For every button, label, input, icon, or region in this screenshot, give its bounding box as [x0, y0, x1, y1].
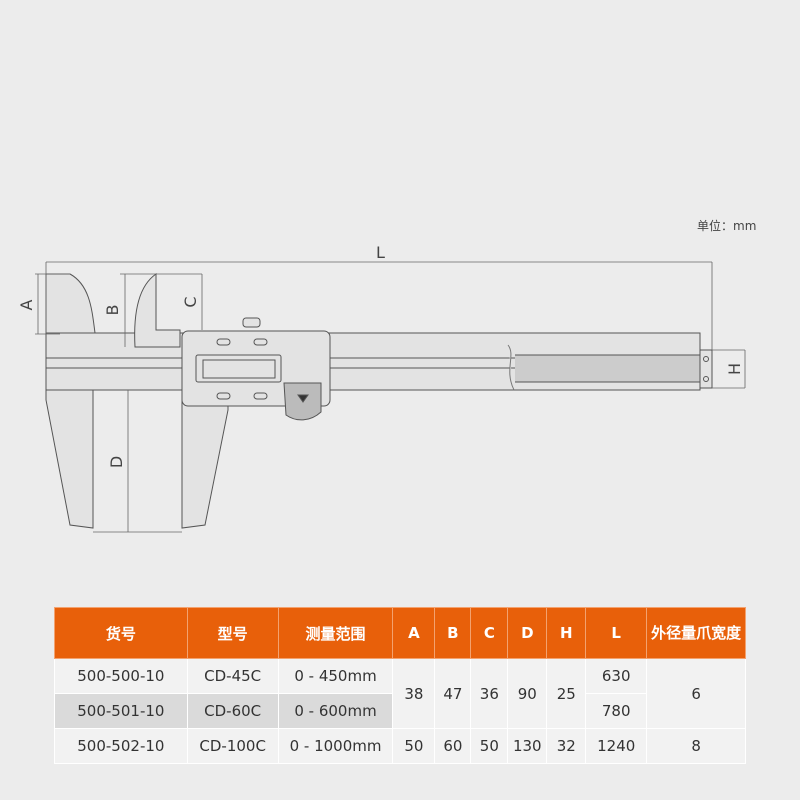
- header-cell: H: [546, 607, 587, 659]
- header-cell: B: [434, 607, 472, 659]
- header-cell: D: [507, 607, 548, 659]
- table-row: 500-502-10 CD-100C 0 - 1000mm 50 60 50 1…: [54, 728, 746, 764]
- cell-range: 0 - 450mm: [277, 658, 394, 694]
- table-row: 500-501-10 CD-60C 0 - 600mm 780: [54, 693, 746, 729]
- cell-B: 47: [434, 658, 472, 729]
- dim-label-L: L: [376, 243, 385, 262]
- caliper-diagram: L A B C D H: [17, 243, 746, 533]
- cell-D: 90: [507, 658, 548, 729]
- header-cell: A: [392, 607, 436, 659]
- dim-label-C: C: [181, 296, 200, 307]
- header-cell: 测量范围: [277, 607, 394, 659]
- cell-range: 0 - 1000mm: [277, 728, 394, 764]
- header-cell: L: [585, 607, 648, 659]
- header-cell: C: [470, 607, 509, 659]
- caliper-body: [45, 273, 713, 529]
- cell-C: 36: [470, 658, 509, 729]
- cell-D: 130: [507, 728, 548, 764]
- cell-H: 32: [546, 728, 587, 764]
- spec-table: 货号 型号 测量范围 A B C D H L 外径量爪宽度 500-500-10…: [54, 607, 746, 764]
- cell-B: 60: [434, 728, 472, 764]
- cell-width: 6: [646, 658, 746, 729]
- header-cell: 外径量爪宽度: [646, 607, 746, 659]
- cell-L: 1240: [585, 728, 648, 764]
- cell-range: 0 - 600mm: [277, 693, 394, 729]
- dim-label-D: D: [107, 456, 126, 468]
- dim-label-A: A: [17, 299, 36, 310]
- cell-item: 500-501-10: [54, 693, 188, 729]
- table-header: 货号 型号 测量范围 A B C D H L 外径量爪宽度: [54, 607, 746, 659]
- unit-label: 单位：mm: [697, 219, 757, 233]
- cell-model: CD-45C: [186, 658, 279, 694]
- dim-label-B: B: [103, 305, 122, 316]
- dim-label-H: H: [725, 363, 744, 375]
- header-cell: 型号: [186, 607, 279, 659]
- cell-C: 50: [470, 728, 509, 764]
- cell-A: 38: [392, 658, 436, 729]
- cell-L: 630: [585, 658, 648, 694]
- header-cell: 货号: [54, 607, 188, 659]
- cell-width: 8: [646, 728, 746, 764]
- cell-item: 500-502-10: [54, 728, 188, 764]
- dimension-lines: [35, 261, 746, 533]
- cell-L: 780: [585, 693, 648, 729]
- cell-item: 500-500-10: [54, 658, 188, 694]
- table-row: 500-500-10 CD-45C 0 - 450mm 38 47 36 90 …: [54, 658, 746, 729]
- cell-model: CD-100C: [186, 728, 279, 764]
- cell-A: 50: [392, 728, 436, 764]
- cell-H: 25: [546, 658, 587, 729]
- cell-model: CD-60C: [186, 693, 279, 729]
